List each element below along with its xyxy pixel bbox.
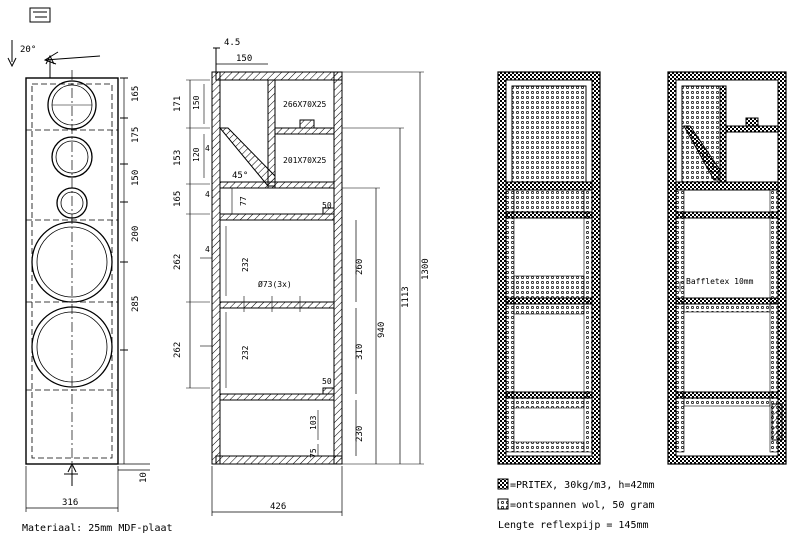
shelf-1 xyxy=(219,213,335,221)
top-thickness-label: 4.5 xyxy=(224,38,240,48)
angle-label: 45° xyxy=(232,171,248,181)
side-dim-165: 165 xyxy=(173,191,183,207)
woofer-lower xyxy=(31,306,113,388)
front-arrow-side xyxy=(43,51,101,65)
front-dim-150: 150 xyxy=(131,170,141,186)
baffletex-label: Baffletex 10mm xyxy=(686,277,754,286)
legend: =PRITEX, 30kg/m3, h=42mm =ontspannen wol… xyxy=(497,478,655,531)
shelf-2 xyxy=(219,301,335,309)
corner-angle-label: 20° xyxy=(20,45,36,55)
front-dim-165: 165 xyxy=(131,86,141,102)
back-panel xyxy=(333,71,343,465)
damping-view-left xyxy=(497,71,601,465)
tweeter xyxy=(56,187,88,219)
legend-pritex: =PRITEX, 30kg/m3, h=42mm xyxy=(510,480,655,491)
port-height-label: 103 xyxy=(309,415,318,430)
damping-view-right: Baffletex 10mm xyxy=(667,71,787,465)
diagonal-brace xyxy=(218,127,276,187)
vdim-1300: 1300 xyxy=(421,258,431,280)
inner-dim-4-a: 4 xyxy=(205,144,210,153)
brace-top-label: 266X70X25 xyxy=(283,100,327,109)
dim-77: 77 xyxy=(239,196,248,206)
driver-top xyxy=(47,80,97,130)
side-dim-262-lower: 262 xyxy=(173,342,183,358)
inner-dim-4-b: 4 xyxy=(205,190,210,199)
side-dim-262-upper: 262 xyxy=(173,254,183,270)
corner-detail: 20° xyxy=(7,7,51,68)
holes-label: Ø73(3x) xyxy=(258,279,292,289)
top-panel xyxy=(215,71,343,81)
dim-232-lower: 232 xyxy=(241,345,250,360)
vdim-940: 940 xyxy=(377,322,387,338)
woofer-upper xyxy=(31,221,113,303)
front-width-label: 316 xyxy=(62,498,78,508)
legend-wool: =ontspannen wol, 50 gram xyxy=(510,500,655,511)
vdim-310: 310 xyxy=(355,344,365,360)
depth-label: 426 xyxy=(270,502,286,512)
inner-dim-4-c: 4 xyxy=(205,245,210,254)
top-width-label: 150 xyxy=(236,54,252,64)
side-section-view: 4.5 150 266X70X25 201X70X25 45° 50 50 Ø7… xyxy=(173,38,431,516)
side-dim-153: 153 xyxy=(173,150,183,166)
front-dim-200: 200 xyxy=(131,226,141,242)
brace-mid-label: 201X70X25 xyxy=(283,156,327,165)
wool-swatch xyxy=(497,498,509,510)
vdim-260: 260 xyxy=(355,259,365,275)
shelf-label-lower: 50 xyxy=(322,377,332,386)
side-dim-171: 171 xyxy=(173,96,183,112)
front-section-dims: 165 175 150 200 285 xyxy=(120,77,141,351)
inner-dim-120: 120 xyxy=(192,147,201,162)
pritex-swatch xyxy=(497,478,509,490)
side-left-dims: 171 153 165 262 262 xyxy=(173,79,210,389)
shelf-label-upper: 50 xyxy=(322,201,332,210)
port-bottom-label: 75 xyxy=(309,448,318,458)
bottom-panel xyxy=(215,455,343,465)
front-dim-285: 285 xyxy=(131,296,141,312)
vdim-1113: 1113 xyxy=(401,286,411,308)
front-bottom-offset: 10 xyxy=(139,472,149,483)
material-note: Materiaal: 25mm MDF-plaat xyxy=(22,523,173,534)
front-dim-175: 175 xyxy=(131,127,141,143)
shelf-3 xyxy=(219,393,335,401)
inner-dim-150: 150 xyxy=(192,95,201,110)
front-view: 20° xyxy=(7,7,173,534)
driver-mid xyxy=(51,136,93,178)
dim-232-upper: 232 xyxy=(241,257,250,272)
legend-port-length: Lengte reflexpijp = 145mm xyxy=(498,520,649,531)
front-baffle xyxy=(211,71,221,465)
vdim-230: 230 xyxy=(355,426,365,442)
